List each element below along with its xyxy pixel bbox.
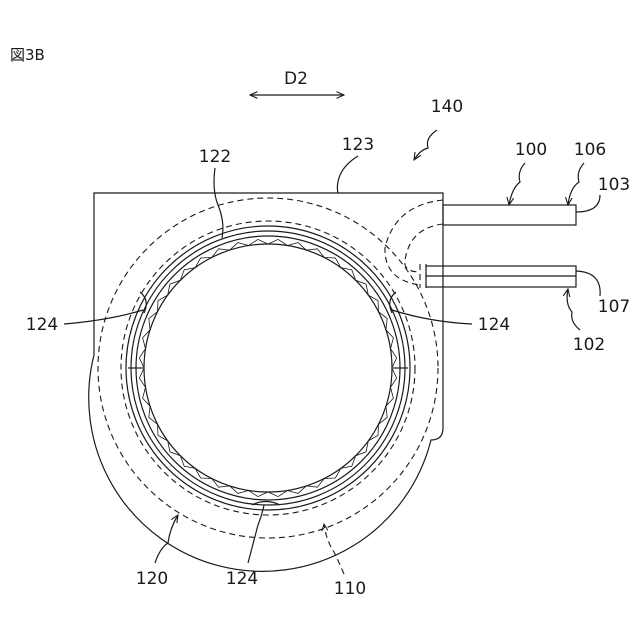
label-140: 140 xyxy=(431,97,463,117)
label-100: 100 xyxy=(515,140,547,160)
leader-120 xyxy=(155,515,178,563)
leader-106 xyxy=(568,163,584,205)
leader-123 xyxy=(337,156,358,193)
label-102: 102 xyxy=(573,335,605,355)
label-120: 120 xyxy=(136,569,168,589)
label-106: 106 xyxy=(574,140,606,160)
leader-107 xyxy=(576,271,600,296)
dashed-inner-circle xyxy=(121,221,415,515)
label-122: 122 xyxy=(199,147,231,167)
label-107: 107 xyxy=(598,297,630,317)
label-123: 123 xyxy=(342,135,374,155)
ring-inner xyxy=(131,231,405,505)
label-124-bottom: 124 xyxy=(226,569,258,589)
leader-102 xyxy=(567,289,580,330)
ring-core xyxy=(136,236,400,500)
ring-outer xyxy=(126,226,410,510)
dashed-outer-circle xyxy=(98,198,438,538)
dashed-bend-outer xyxy=(385,200,443,285)
label-103: 103 xyxy=(598,175,630,195)
direction-label: D2 xyxy=(284,69,308,89)
notch-left xyxy=(140,292,146,313)
figure-title: 図3B xyxy=(10,46,45,64)
leader-140 xyxy=(414,130,437,160)
inner-opening xyxy=(144,244,392,492)
leader-100 xyxy=(509,163,525,205)
leader-122 xyxy=(214,168,223,238)
label-124-left: 124 xyxy=(26,315,58,335)
leader-124-bottom xyxy=(248,505,264,563)
tab-upper xyxy=(443,205,576,225)
dashed-connector xyxy=(420,264,426,288)
label-124-right: 124 xyxy=(478,315,510,335)
serration-polygon xyxy=(139,239,396,496)
leader-103 xyxy=(576,195,600,212)
leader-110 xyxy=(324,524,344,574)
dashed-bend-inner xyxy=(405,224,443,272)
serrated-edge xyxy=(139,239,396,496)
label-110: 110 xyxy=(334,579,366,599)
leader-124-left xyxy=(64,310,143,324)
